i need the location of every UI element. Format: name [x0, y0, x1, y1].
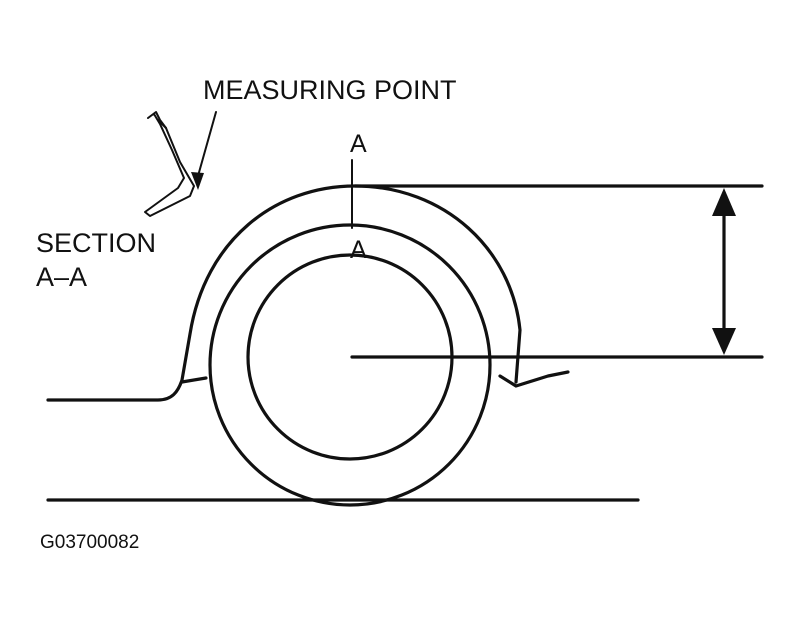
figure-code: G03700082: [40, 532, 139, 553]
section-marker-bottom: A: [350, 236, 367, 264]
measuring-point-label: MEASURING POINT: [203, 75, 457, 105]
fender-lip-edge: [498, 370, 570, 388]
section-label-line1: SECTION: [36, 228, 156, 258]
fender-lip-edge: [180, 376, 208, 384]
fender-section-profile-icon: [144, 111, 195, 217]
tire-outline: [208, 223, 492, 507]
fender-arch-outline: [46, 184, 522, 402]
section-marker-top: A: [350, 130, 367, 158]
section-label-line2: A–A: [36, 262, 87, 292]
measuring-point-arrow-icon: [191, 111, 217, 190]
double-headed-arrow-icon: [712, 188, 736, 355]
